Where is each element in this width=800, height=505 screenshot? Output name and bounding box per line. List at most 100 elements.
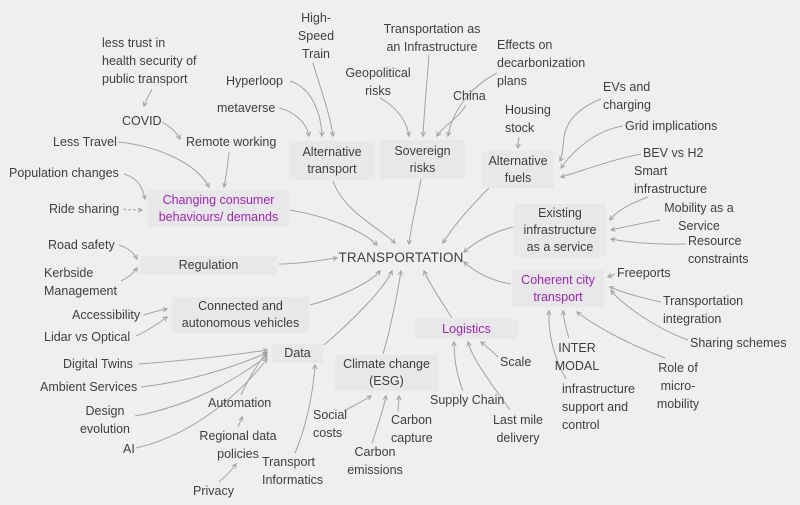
node-transportation-infra: Transportation as an Infrastructure [383, 22, 481, 54]
edge-privacy-regional-data [218, 462, 237, 483]
node-transportation: TRANSPORTATION [338, 249, 464, 265]
node-alternative-fuels: Alternative fuels [482, 151, 554, 188]
edge-carbon-capture-climate-change [396, 394, 402, 412]
node-resource-constraints: Resource constraints [688, 234, 749, 266]
node-less-trust: less trust in health security of public … [102, 36, 197, 86]
node-inter-modal: INTER MODAL [554, 341, 600, 373]
edge-alternative-transport-transportation [332, 180, 396, 244]
node-design-evolution: Design evolution [79, 404, 131, 436]
node-hyperloop: Hyperloop [226, 74, 283, 88]
node-sovereign-risks: Sovereign risks [380, 140, 465, 179]
node-digital-twins: Digital Twins [63, 357, 133, 371]
edge-scale-logistics [480, 341, 499, 358]
node-social-costs: Social costs [313, 408, 348, 440]
edge-alternative-fuels-transportation [442, 187, 490, 245]
edge-mobility-service-existing-infrastructure [609, 219, 661, 232]
node-regional-data: Regional data policies [199, 429, 277, 461]
edge-carbon-emissions-climate-change [371, 394, 388, 444]
edge-ai-data [135, 357, 268, 449]
edge-digital-twins-data [138, 347, 269, 365]
edge-infrastructure-support-coherent-city [546, 309, 567, 380]
node-last-mile: Last mile delivery [492, 413, 544, 445]
edge-housing-stock-alternative-fuels [515, 136, 521, 150]
node-connected-vehicles: Connected and autonomous vehicles [172, 297, 309, 333]
node-coherent-city: Coherent city transport [512, 270, 604, 307]
edge-data-transportation [323, 269, 393, 346]
edge-design-evolution-data [134, 355, 269, 417]
node-evs-charging: EVs and charging [603, 80, 651, 112]
edge-supply-chain-logistics [451, 340, 464, 392]
node-metaverse: metaverse [217, 101, 276, 115]
edge-metaverse-alternative-transport [278, 107, 311, 138]
node-carbon-emissions: Carbon emissions [347, 445, 403, 477]
edge-transportation-integration-coherent-city [608, 286, 662, 303]
node-less-travel: Less Travel [53, 135, 117, 149]
node-freeports: Freeports [617, 266, 671, 280]
node-kerbside: Kerbside Management [44, 266, 117, 298]
edge-sovereign-risks-transportation [406, 178, 422, 246]
node-logistics: Logistics [415, 319, 518, 339]
edge-less-trust-covid [142, 88, 153, 108]
node-housing-stock: Housing stock [505, 103, 551, 135]
edge-regulation-transportation [278, 255, 339, 265]
edge-freeports-coherent-city [606, 272, 616, 278]
edge-role-micromobility-coherent-city [576, 311, 666, 359]
node-china: China [453, 89, 486, 103]
edge-sharing-schemes-coherent-city [610, 290, 689, 341]
edge-connected-vehicles-transportation [309, 270, 381, 306]
node-smart-infrastructure: Smart infrastructure [634, 164, 707, 196]
node-geopolitical-risks: Geopolitical risks [345, 66, 411, 98]
node-grid-implications: Grid implications [625, 119, 718, 133]
edge-last-mile-logistics [466, 340, 511, 411]
edge-high-speed-train-alternative-transport [312, 62, 336, 138]
node-transport-informatics: Transport Informatics [262, 455, 324, 487]
node-covid: COVID [122, 114, 162, 128]
node-transportation-integration: Transportation integration [663, 294, 744, 326]
node-bev-vs-h2: BEV vs H2 [643, 146, 704, 160]
edge-hyperloop-alternative-transport [289, 80, 325, 138]
node-ai: AI [123, 442, 135, 456]
node-ride-sharing: Ride sharing [49, 202, 120, 216]
edge-covid-remote-working [161, 121, 181, 141]
edge-transport-informatics-data [294, 363, 318, 454]
node-existing-infrastructure: Existing infrastructure as a service [514, 204, 606, 257]
node-data: Data [272, 344, 323, 363]
edge-accessibility-connected-vehicles [143, 307, 169, 316]
node-mobility-service: Mobility as a Service [664, 201, 734, 233]
edge-population-changes-changing-consumer [123, 173, 147, 201]
node-remote-working: Remote working [186, 135, 277, 149]
node-role-micromobility: Role of micro- mobility [656, 361, 700, 411]
edge-inter-modal-coherent-city [560, 309, 570, 339]
node-automation: Automation [208, 396, 272, 410]
edge-transportation-infra-sovereign-risks [420, 54, 430, 138]
node-climate-change: Climate change (ESG) [335, 355, 438, 391]
edge-ambient-services-data [140, 351, 269, 388]
edge-evs-charging-alternative-fuels [559, 98, 602, 163]
edge-resource-constraints-existing-infrastructure [609, 237, 687, 245]
edge-remote-working-changing-consumer [222, 151, 230, 189]
node-scale: Scale [500, 355, 532, 369]
edge-climate-change-transportation [382, 269, 404, 355]
node-high-speed-train: High- Speed Train [297, 11, 335, 61]
edge-road-safety-regulation [118, 244, 138, 261]
node-sharing-schemes: Sharing schemes [690, 336, 787, 350]
node-supply-chain: Supply Chain [430, 393, 505, 407]
node-effects-decarbonization: Effects on decarbonization plans [497, 38, 586, 88]
edge-ride-sharing-changing-consumer [122, 207, 144, 213]
edge-social-costs-climate-change [343, 395, 373, 412]
node-population-changes: Population changes [9, 166, 119, 180]
edge-changing-consumer-transportation [289, 209, 378, 246]
node-carbon-capture: Carbon capture [391, 413, 433, 445]
edge-smart-infrastructure-existing-infrastructure [609, 196, 649, 222]
node-ambient-services: Ambient Services [40, 380, 138, 394]
node-accessibility: Accessibility [72, 308, 141, 322]
edge-lidar-optical-connected-vehicles [135, 316, 169, 337]
node-privacy: Privacy [193, 484, 234, 498]
edge-china-sovereign-risks [436, 104, 467, 138]
node-changing-consumer: Changing consumer behaviours/ demands [148, 190, 289, 227]
edge-bev-vs-h2-alternative-fuels [559, 153, 642, 179]
node-alternative-transport: Alternative transport [289, 141, 375, 180]
node-road-safety: Road safety [48, 238, 115, 252]
